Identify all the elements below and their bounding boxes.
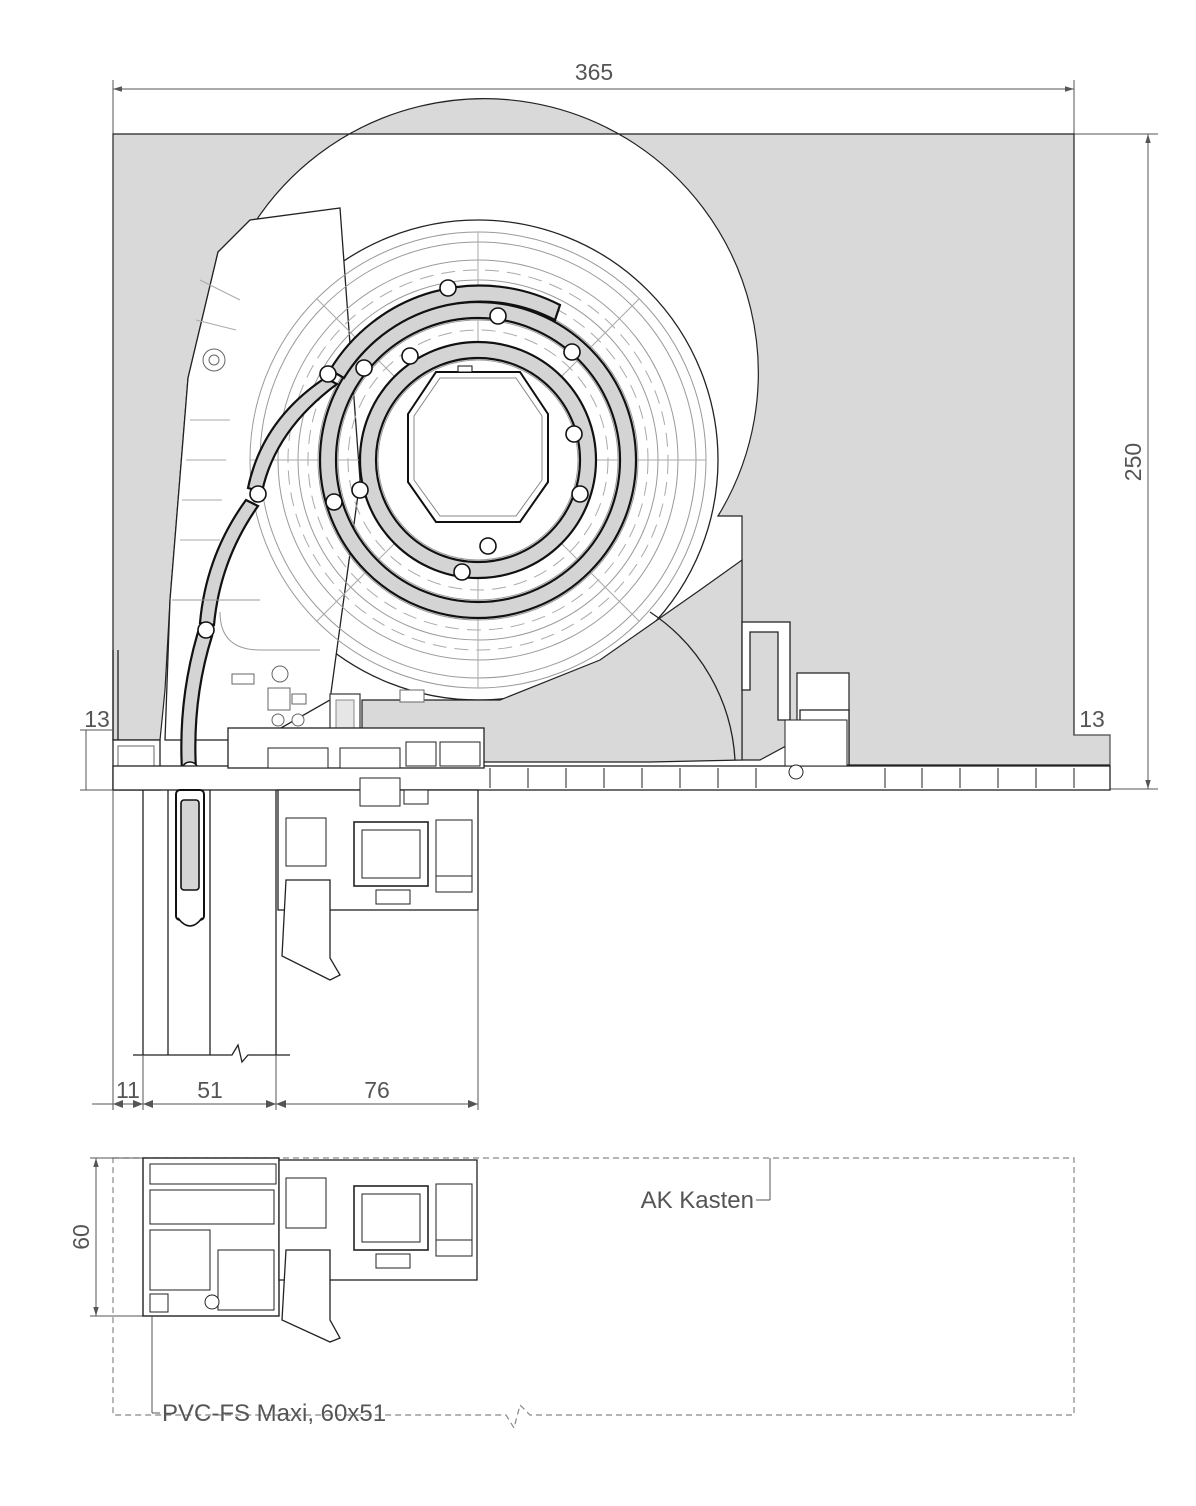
- dimension-11-label: 11: [116, 1077, 140, 1103]
- octagonal-shaft: [407, 365, 549, 523]
- dimension-total-height: 250: [1074, 133, 1158, 790]
- guide-channel: [133, 789, 290, 1064]
- bottom-plate: [112, 719, 1111, 791]
- dimension-365-label: 365: [575, 59, 613, 85]
- dimension-60-label: 60: [68, 1224, 94, 1250]
- dimension-250-label: 250: [1120, 443, 1146, 481]
- pvc-fs-label: PVC-FS Maxi, 60x51: [162, 1400, 386, 1427]
- roller-box-body: [112, 98, 1111, 766]
- lower-detail: 60 AK Kasten PVC-FS Maxi, 60x51: [68, 1157, 1075, 1430]
- ak-kasten-label: AK Kasten: [641, 1187, 754, 1214]
- dimension-76-label: 76: [364, 1077, 390, 1103]
- shutter-slats: [180, 279, 638, 779]
- right-edge-dimension: 13: [1074, 706, 1111, 789]
- dimension-left-13-label: 13: [84, 706, 110, 732]
- dimension-total-width: 365: [112, 59, 1075, 134]
- window-frame-section: [277, 777, 479, 981]
- dimension-51-label: 51: [197, 1077, 223, 1103]
- dimension-right-13-label: 13: [1079, 706, 1105, 732]
- bottom-dimensions: 11 51 76: [92, 790, 479, 1110]
